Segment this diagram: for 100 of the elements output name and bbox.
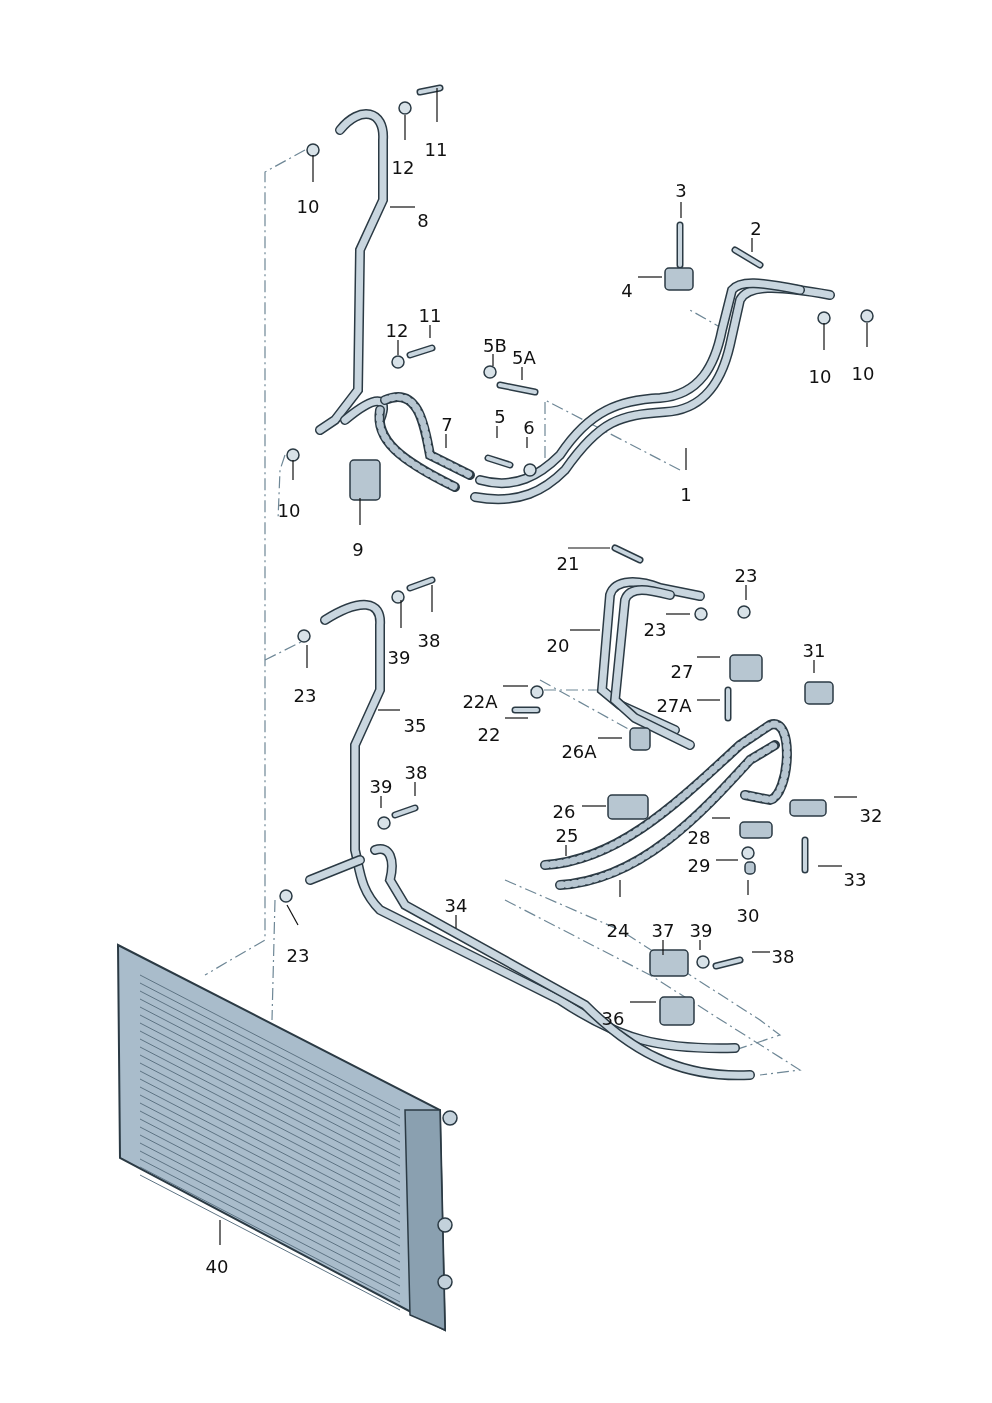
callout-number: 3 bbox=[675, 182, 687, 200]
callout-number: 12 bbox=[391, 159, 415, 177]
callout-number: 10 bbox=[277, 502, 301, 520]
leader-line bbox=[745, 584, 747, 601]
callout-number: 39 bbox=[387, 649, 411, 667]
callout-number: 4 bbox=[621, 282, 633, 300]
leader-line bbox=[496, 425, 498, 439]
callout-number: 32 bbox=[859, 807, 883, 825]
leader-line bbox=[567, 547, 611, 549]
callout-number: 6 bbox=[523, 419, 535, 437]
leader-line bbox=[389, 206, 416, 208]
callout-number: 25 bbox=[555, 827, 579, 845]
leader-line bbox=[414, 781, 416, 797]
leader-line bbox=[502, 685, 529, 687]
leader-line bbox=[404, 114, 406, 141]
leader-line bbox=[711, 817, 731, 819]
leader-line bbox=[699, 939, 701, 951]
callout-number: 33 bbox=[843, 871, 867, 889]
callout-number: 35 bbox=[403, 717, 427, 735]
leader-line bbox=[665, 613, 691, 615]
callout-number: 39 bbox=[369, 778, 393, 796]
leader-line bbox=[219, 1219, 221, 1246]
callout-number: 40 bbox=[205, 1258, 229, 1276]
callout-number: 12 bbox=[385, 322, 409, 340]
callout-number: 22 bbox=[477, 726, 501, 744]
leader-line bbox=[492, 353, 494, 367]
callout-number: 5A bbox=[512, 349, 536, 367]
leader-line bbox=[619, 879, 621, 898]
callout-number: 7 bbox=[441, 416, 453, 434]
callout-number: 8 bbox=[417, 212, 429, 230]
leader-line bbox=[747, 879, 749, 896]
leader-line bbox=[397, 339, 399, 356]
callout-number: 34 bbox=[444, 897, 468, 915]
leader-line bbox=[436, 87, 438, 123]
leader-line bbox=[292, 459, 294, 481]
callout-number: 38 bbox=[771, 948, 795, 966]
callout-number: 21 bbox=[556, 555, 580, 573]
callout-number: 11 bbox=[418, 307, 442, 325]
callout-number: 20 bbox=[546, 637, 570, 655]
callout-number: 10 bbox=[808, 368, 832, 386]
callout-number: 30 bbox=[736, 907, 760, 925]
callout-number: 38 bbox=[417, 632, 441, 650]
leader-line bbox=[400, 599, 402, 629]
leader-line bbox=[429, 324, 431, 339]
leader-line bbox=[380, 795, 382, 809]
callout-number: 39 bbox=[689, 922, 713, 940]
leader-line bbox=[715, 859, 739, 861]
leader-line bbox=[569, 629, 601, 631]
callout-number: 28 bbox=[687, 829, 711, 847]
callout-number: 23 bbox=[643, 621, 667, 639]
leader-line bbox=[751, 951, 771, 953]
callout-number: 2 bbox=[750, 220, 762, 238]
callout-number: 10 bbox=[851, 365, 875, 383]
leader-line bbox=[629, 1001, 657, 1003]
callout-number: 36 bbox=[601, 1010, 625, 1028]
leader-line bbox=[306, 644, 308, 669]
leader-line bbox=[445, 433, 447, 449]
callout-number: 31 bbox=[802, 642, 826, 660]
leader-line bbox=[696, 656, 721, 658]
leader-line bbox=[637, 276, 663, 278]
callout-number: 38 bbox=[404, 764, 428, 782]
leader-line bbox=[813, 659, 815, 674]
leader-line bbox=[680, 201, 682, 219]
leader-line bbox=[823, 322, 825, 351]
callout-number: 27 bbox=[670, 663, 694, 681]
callout-number: 9 bbox=[352, 541, 364, 559]
leader-line bbox=[817, 865, 843, 867]
leader-line bbox=[286, 904, 299, 926]
leader-line bbox=[521, 366, 523, 381]
callout-number: 11 bbox=[424, 141, 448, 159]
leader-line bbox=[866, 322, 868, 348]
callout-number: 26A bbox=[561, 743, 597, 761]
leader-line bbox=[526, 436, 528, 449]
callout-number: 27A bbox=[656, 697, 692, 715]
callout-number: 23 bbox=[293, 687, 317, 705]
callout-number: 37 bbox=[651, 922, 675, 940]
callout-number: 5B bbox=[483, 337, 507, 355]
leader-line bbox=[581, 805, 607, 807]
leader-line bbox=[377, 709, 401, 711]
leader-line bbox=[833, 796, 858, 798]
callout-number: 29 bbox=[687, 857, 711, 875]
leader-line bbox=[312, 154, 314, 183]
leader-line bbox=[359, 497, 361, 526]
callout-number: 22A bbox=[462, 693, 498, 711]
leader-line bbox=[565, 844, 567, 857]
callout-number: 23 bbox=[286, 947, 310, 965]
callout-number: 24 bbox=[606, 922, 630, 940]
callout-number: 26 bbox=[552, 803, 576, 821]
callout-number: 10 bbox=[296, 198, 320, 216]
leader-line bbox=[455, 914, 457, 929]
callout-number: 1 bbox=[680, 486, 692, 504]
callout-number: 23 bbox=[734, 567, 758, 585]
callout-number: 5 bbox=[494, 408, 506, 426]
leader-line bbox=[685, 447, 687, 471]
leader-line bbox=[504, 717, 529, 719]
leader-line bbox=[431, 584, 433, 613]
leader-line bbox=[696, 699, 721, 701]
leader-line bbox=[751, 237, 753, 253]
leader-line bbox=[597, 737, 623, 739]
leader-line bbox=[662, 939, 664, 956]
